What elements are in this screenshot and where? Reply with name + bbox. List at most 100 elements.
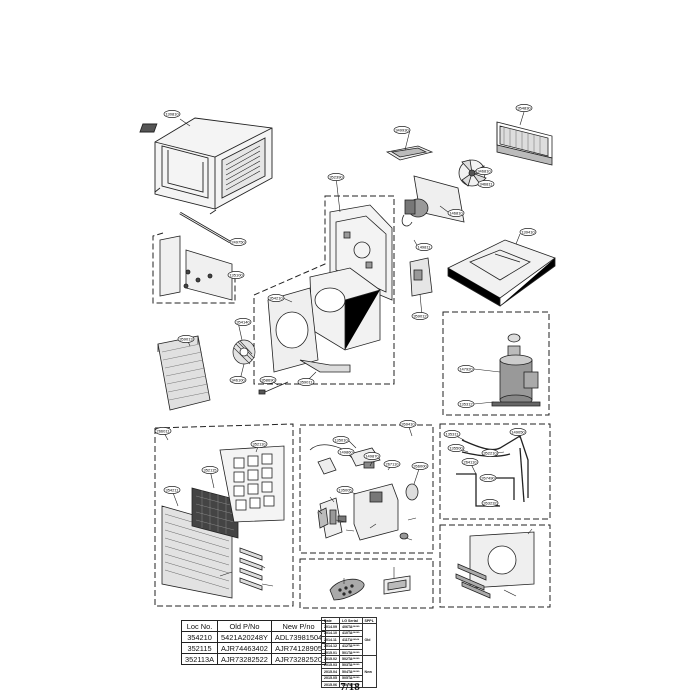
callout-bubble-outline xyxy=(363,452,381,460)
callout-label: 146810 xyxy=(449,210,463,215)
callout-bubble-outline xyxy=(163,110,181,118)
callout-bubble-outline xyxy=(481,499,499,507)
orifice-plate xyxy=(267,287,351,373)
frame-terminal-bracket xyxy=(439,524,551,608)
small-bracket xyxy=(409,257,433,297)
table-row: 2015.06 506TA***** xyxy=(321,680,377,689)
callout-bubble-outline xyxy=(201,466,219,474)
callout-bubble-outline xyxy=(447,444,465,452)
callout-label: 149811 xyxy=(417,244,431,249)
callout-label: 149870 xyxy=(365,453,379,458)
callout-bubble-267490: 267490 xyxy=(479,474,497,482)
fan-shroud-piece xyxy=(385,145,434,161)
callout-label: 139410 xyxy=(521,229,535,234)
callout-bubble-352390: 352390 xyxy=(327,173,345,181)
control-box-parts xyxy=(309,444,419,541)
callout-bubble-outline xyxy=(250,440,268,448)
callout-label: 149860 xyxy=(339,449,353,454)
new-part-no-cell: ADL73981504 xyxy=(270,631,327,643)
callout-bubble-359011: 359011 xyxy=(297,378,315,386)
callout-bubble-135311: 135311 xyxy=(443,430,461,438)
table-row: 2015.02 502TA***** New xyxy=(321,655,377,689)
callout-label: 359011 xyxy=(299,379,313,384)
callout-label: 263232 xyxy=(483,500,497,505)
callout-bubble-outline xyxy=(154,427,172,435)
loc-no-cell: 352113A xyxy=(180,653,219,665)
callout-label: 346811 xyxy=(479,181,493,186)
callout-bubble-359012: 359012 xyxy=(411,312,429,320)
cabinet-assembly xyxy=(139,117,273,215)
callout-bubble-outline xyxy=(515,104,533,112)
terminal-bracket xyxy=(455,531,535,599)
serial-date-table: Date LG Serial SPPL 2014.09 406TA***** O… xyxy=(321,616,377,689)
part-table-header-new: New P/no xyxy=(270,620,327,632)
blower-wheel xyxy=(232,339,256,365)
refrigerant-tubing xyxy=(456,435,529,507)
sppl-cell: New xyxy=(361,655,377,689)
frame-compressor xyxy=(442,311,550,416)
callout-bubble-outline xyxy=(477,180,495,188)
callout-bubble-outline xyxy=(411,312,429,320)
callout-bubble-outline xyxy=(457,400,475,408)
callout-bubble-266011: 266011 xyxy=(154,427,172,435)
callout-bubble-135500: 135500 xyxy=(447,444,465,452)
date-cell: 2015.06 xyxy=(321,680,340,689)
callout-label: 249750 xyxy=(231,239,245,244)
old-part-no-cell: 5421A20248Y xyxy=(217,631,272,643)
callout-label: 346100 xyxy=(231,377,245,382)
callout-label: 130810 xyxy=(165,111,179,116)
callout-label: 135100 xyxy=(229,272,243,277)
callout-bubble-135312: 135312 xyxy=(457,400,475,408)
callout-bubble-354830: 354830 xyxy=(515,104,533,112)
frame-tubing xyxy=(439,423,551,520)
callout-label: 264110 xyxy=(463,459,477,464)
callout-bubble-outline xyxy=(234,318,252,326)
callout-label: 266011 xyxy=(156,428,170,433)
callout-bubbles: 130810 349930 354830 346810 346811 352390 1468… xyxy=(154,104,537,507)
callout-label: 354211 xyxy=(165,487,179,492)
callout-bubble-outline xyxy=(415,243,433,251)
callout-bubble-135005: 135005 xyxy=(336,486,354,494)
callout-bubble-outline xyxy=(297,378,315,386)
part-number-table: Loc No. Old P/No New P/no 354210 5421A20… xyxy=(180,620,327,665)
front-panel-frame xyxy=(219,445,285,523)
callout-label: 354210 xyxy=(269,295,283,300)
callout-bubble-349930: 349930 xyxy=(393,126,411,134)
callout-bubble-346811: 346811 xyxy=(477,180,495,188)
callout-bubble-outline xyxy=(519,228,537,236)
old-part-no-cell: AJR73282522 xyxy=(217,653,272,665)
frame-front-grille xyxy=(154,423,294,607)
table-row: 354210 5421A20248Y ADL73981504 xyxy=(180,631,327,643)
callout-label: 346810 xyxy=(477,168,491,173)
callout-label: 352115 xyxy=(203,467,217,472)
callout-label: 358690 xyxy=(261,377,275,382)
callout-bubble-263232: 263232 xyxy=(481,499,499,507)
callout-bubble-outline xyxy=(457,365,475,373)
callout-label: 135500 xyxy=(449,445,463,450)
callout-label: 135010 xyxy=(334,437,348,442)
callout-label: 267110 xyxy=(385,461,399,466)
callout-bubble-outline xyxy=(447,209,465,217)
callout-bubble-outline xyxy=(327,173,345,181)
callout-bubble-outline xyxy=(177,335,195,343)
callout-bubble-130810: 130810 xyxy=(163,110,181,118)
callout-bubble-outline xyxy=(481,449,499,457)
callout-bubble-346100: 346100 xyxy=(229,376,247,384)
part-table-header-loc: Loc No. xyxy=(180,620,219,632)
callout-label: 135312 xyxy=(459,401,473,406)
serial-table-header-sppl: SPPL xyxy=(361,616,377,625)
callout-bubble-outline xyxy=(399,420,417,428)
callout-bubble-outline xyxy=(475,167,493,175)
callout-bubble-135010: 135010 xyxy=(332,436,350,444)
callout-bubble-outline xyxy=(479,474,497,482)
callout-label: 135311 xyxy=(445,431,459,436)
callout-label: 352210 xyxy=(483,450,497,455)
top-rail xyxy=(179,211,231,244)
callout-bubble-149811: 149811 xyxy=(415,243,433,251)
remote-control xyxy=(329,578,365,601)
callout-label: 135005 xyxy=(338,487,352,492)
serial-cell: 506TA***** xyxy=(339,680,363,689)
callout-bubble-outline xyxy=(411,462,429,470)
compressor xyxy=(491,333,541,407)
